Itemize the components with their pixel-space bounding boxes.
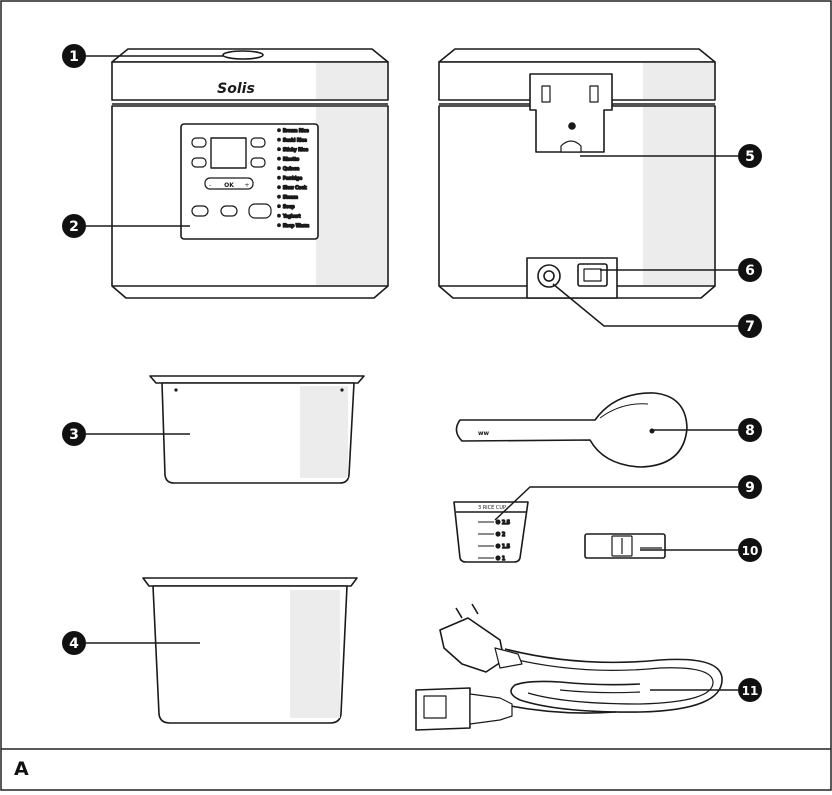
minus-label: - [209,182,211,189]
program-dot [277,166,281,171]
callout-number: 3 [69,427,79,443]
callout-circle [62,44,86,68]
program-item: Porridge [283,176,302,182]
callout-circle [738,538,762,562]
callout-circle [738,418,762,442]
program-dot [277,185,281,190]
callout-number: 11 [742,684,759,698]
rice-spoon: ww [455,392,688,468]
cup-mark-dot [495,543,501,549]
measuring-cup: 3 RICE CUP 2.5 2 1.5 1 [453,501,529,563]
callout-number: 1 [69,49,79,65]
brand-logo: Solis [217,81,255,97]
callout-circle [738,678,762,702]
callout-3: 3 [62,422,86,446]
callout-7: 7 [738,314,762,338]
callout-6: 6 [738,258,762,282]
callout-number: 9 [745,480,755,496]
program-item: Sushi Rice [283,138,307,144]
callout-circle [62,214,86,238]
callout-number: 7 [745,319,755,335]
program-dot [277,137,281,142]
condensation-collector [584,533,666,559]
callout-circle [738,314,762,338]
callout-number: 6 [745,263,755,279]
callout-number: 10 [742,544,759,558]
callout-4: 4 [62,631,86,655]
program-dot [277,204,281,209]
callout-circle [738,258,762,282]
program-dot [277,156,281,161]
power-plug [439,617,505,673]
program-dot [277,194,281,199]
program-item: Quinoa [283,166,300,172]
program-dot [277,223,281,228]
program-dot [277,128,281,133]
program-dot [277,147,281,152]
cup-mark-label: 2 [502,532,505,538]
ok-label: OK [224,182,234,189]
cup-mark-dot [495,531,501,537]
callout-circle [62,631,86,655]
cup-mark-label: 2.5 [502,520,510,526]
program-item: Keep Warm [283,223,310,229]
inner-pot [142,577,358,724]
program-dot [277,175,281,180]
program-item: Slow Cook [283,185,307,191]
program-item: Sticky Rice [283,147,308,153]
cup-mark-label: 1 [502,556,505,562]
program-item: Soup [283,204,295,210]
callout-number: 4 [69,636,79,652]
program-dot [277,213,281,218]
callout-circle [62,422,86,446]
callout-8: 8 [738,418,762,442]
power-cord [415,603,723,731]
callout-11: 11 [738,678,762,702]
steaming-basket [149,375,365,484]
cup-mark-label: 1.5 [502,544,510,550]
cup-mark-dot [495,519,501,525]
callout-circle [738,144,762,168]
lid-release-button [222,50,264,60]
program-item: Steam [283,195,298,201]
measuring-cup-header: 3 RICE CUP [478,505,506,511]
callout-markers: 1 2 3 4 5 6 7 8 9 10 11 [62,44,762,702]
callout-5: 5 [738,144,762,168]
figure-label: A [14,758,29,780]
cup-mark-dot [495,555,501,561]
program-item: Risotto [283,157,299,163]
display-screen [210,137,247,169]
callout-number: 5 [745,149,755,165]
callout-number: 2 [69,219,79,235]
svg-text:ww: ww [478,430,490,437]
program-item: Yoghurt [282,214,301,220]
callout-1: 1 [62,44,86,68]
plus-label: + [244,182,249,189]
measuring-cup-marks: 2.5 2 1.5 1 [478,519,511,563]
program-item: Brown Rice [283,128,309,134]
callout-number: 8 [745,423,755,439]
cooker-rear-view [438,48,716,299]
callout-2: 2 [62,214,86,238]
leader-lines [86,55,738,691]
callout-circle [738,475,762,499]
ok-selector [204,177,254,190]
callout-9: 9 [738,475,762,499]
callout-10: 10 [738,538,762,562]
